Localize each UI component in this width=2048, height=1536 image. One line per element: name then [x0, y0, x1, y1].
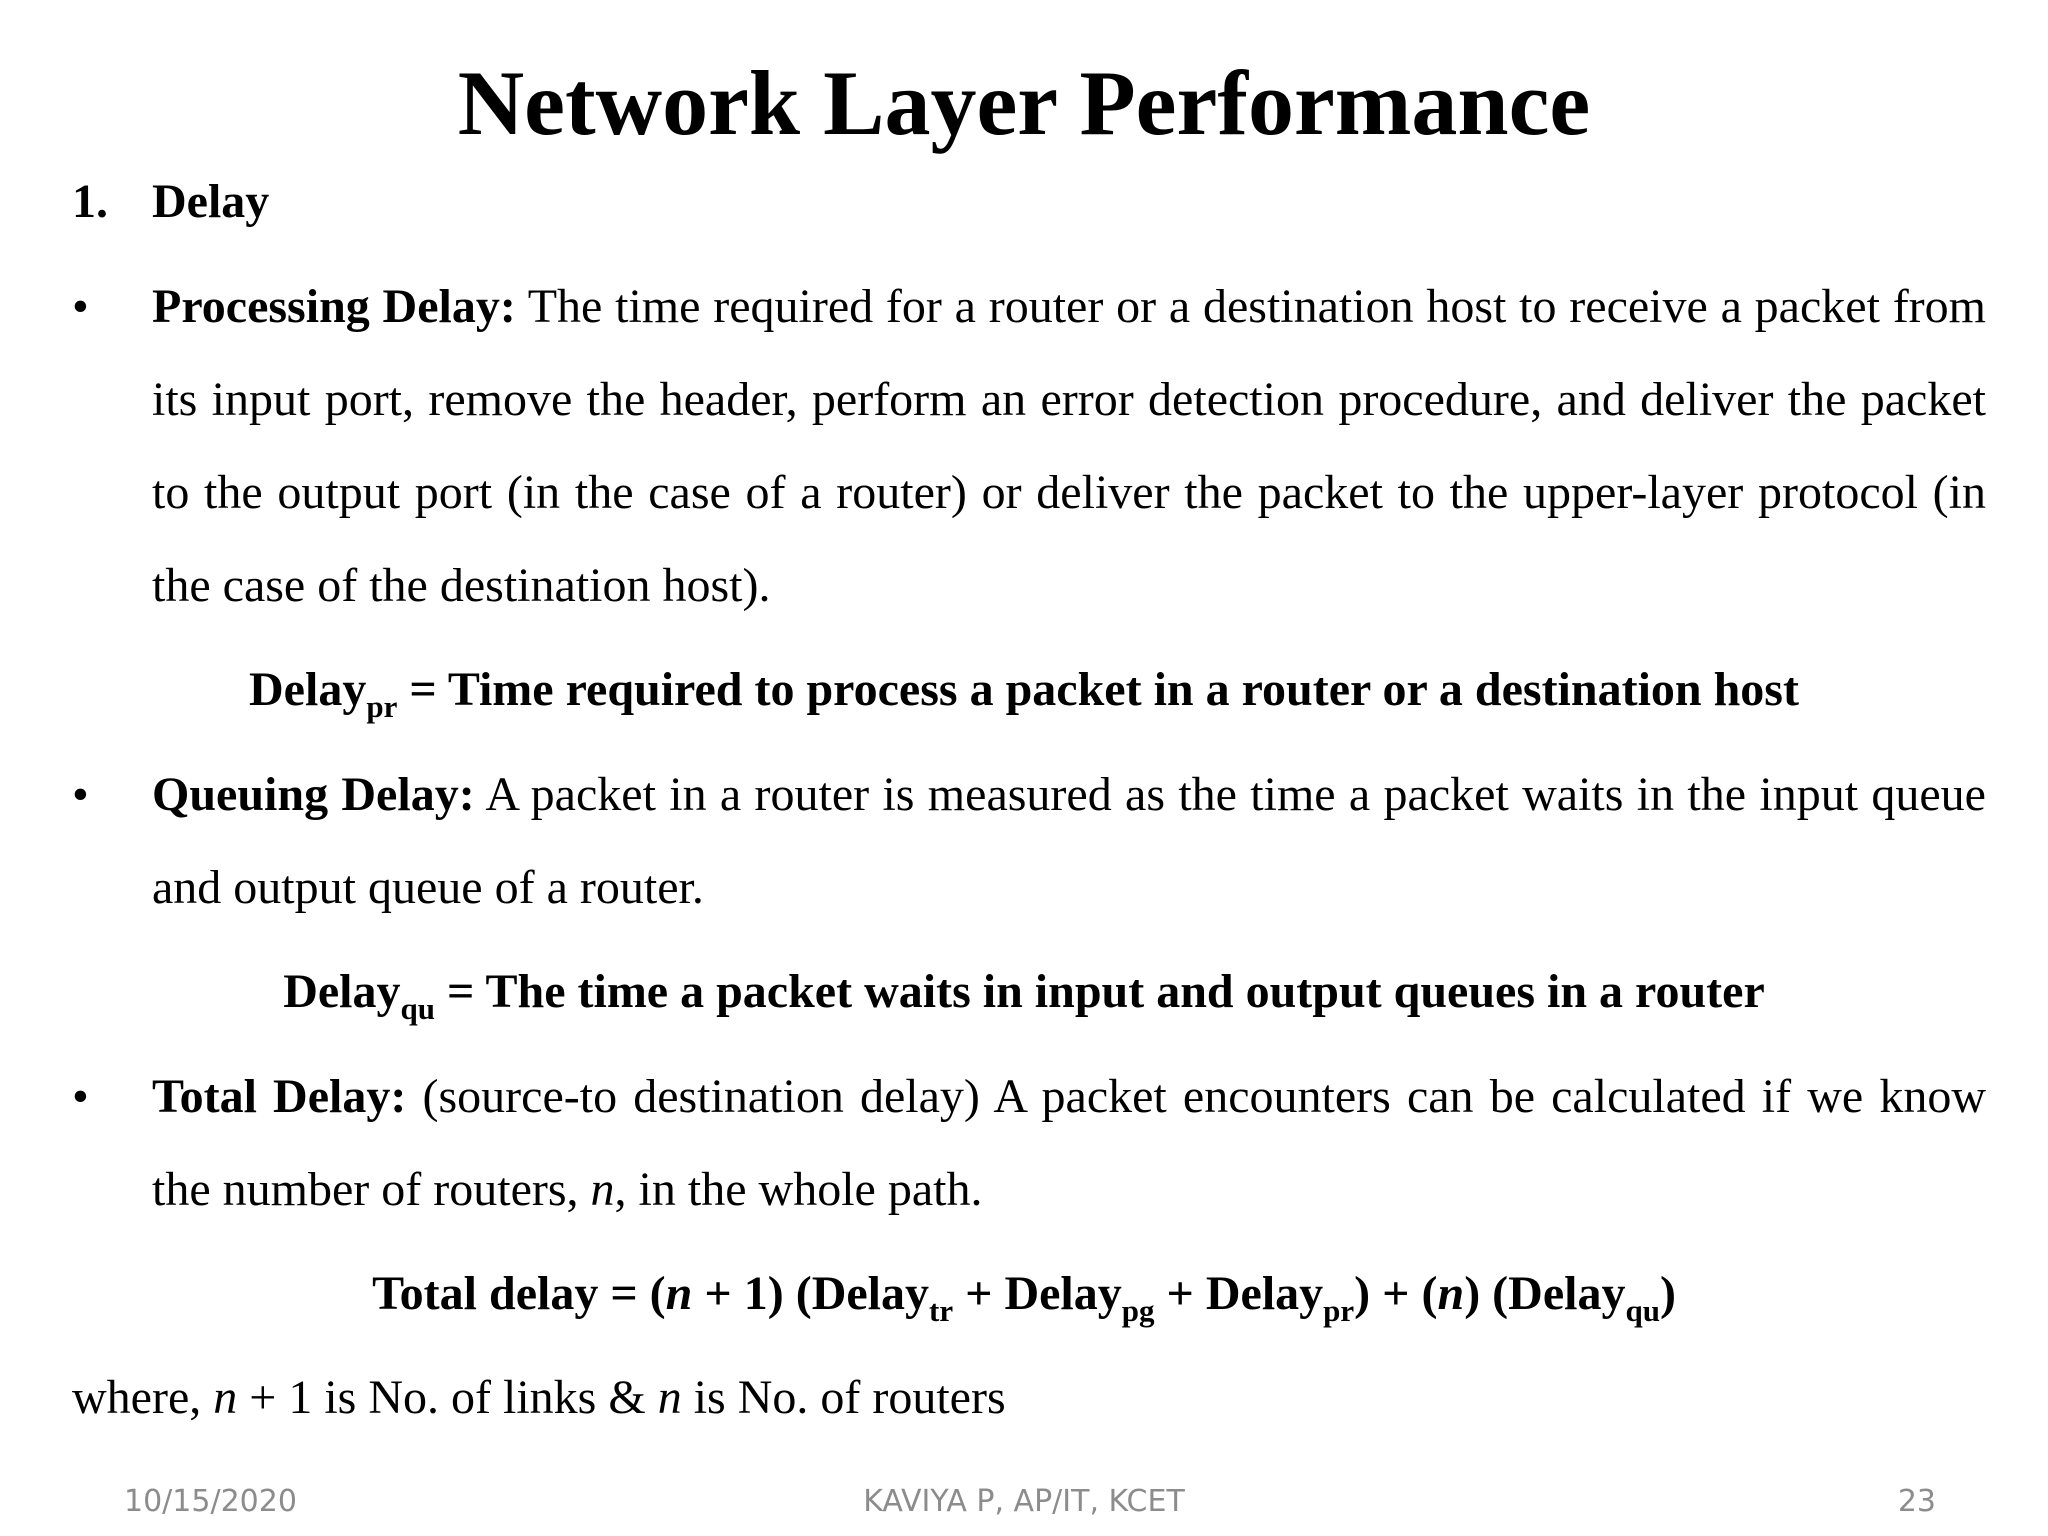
variable-n: n — [590, 1163, 615, 1216]
queuing-delay-paragraph: Queuing Delay: A packet in a router is m… — [152, 748, 1986, 934]
formula-pr-rhs: = Time required to process a packet in a… — [397, 663, 1799, 716]
total-delay-text: (source-to destination delay) A packet e… — [152, 1070, 1987, 1216]
where-text: is No. of routers — [681, 1371, 1006, 1424]
section-heading: 1. Delay — [72, 170, 269, 234]
queuing-delay-text: A packet in a router is measured as the … — [152, 768, 1986, 914]
variable-n: n — [1437, 1267, 1465, 1320]
queuing-delay-term: Queuing Delay: — [152, 768, 475, 821]
bullet-marker: • — [72, 1070, 89, 1123]
formula-qu-lhs: Delay — [283, 965, 401, 1018]
formula-queuing-delay: Delayqu = The time a packet waits in inp… — [0, 960, 2048, 1024]
total-delay-term: Total Delay: — [152, 1070, 407, 1123]
processing-delay-text: The time required for a router or a dest… — [152, 280, 1986, 612]
formula-total-part: Total delay = ( — [372, 1267, 666, 1320]
footer-page-number: 23 — [1897, 1484, 1936, 1519]
processing-delay-paragraph: Processing Delay: The time required for … — [152, 260, 1986, 632]
variable-n: n — [657, 1371, 682, 1424]
where-text: where, — [72, 1371, 214, 1424]
formula-total-part: + Delay — [1154, 1267, 1324, 1320]
variable-n: n — [665, 1267, 693, 1320]
subscript-pr: pr — [1323, 1293, 1355, 1328]
subscript-qu: qu — [1625, 1293, 1660, 1328]
total-delay-text-end: , in the whole path. — [614, 1163, 983, 1216]
formula-total-part: + 1) (Delay — [692, 1267, 929, 1320]
footer-author: KAVIYA P, AP/IT, KCET — [863, 1484, 1185, 1519]
formula-total-part: ) + ( — [1354, 1267, 1438, 1320]
section-number: 1. — [72, 175, 108, 228]
footer-date: 10/15/2020 — [124, 1484, 297, 1519]
subscript-pg: pg — [1121, 1293, 1155, 1328]
where-note: where, n + 1 is No. of links & n is No. … — [72, 1366, 1006, 1430]
formula-pr-lhs: Delay — [249, 663, 367, 716]
where-text: + 1 is No. of links & — [237, 1371, 658, 1424]
subscript-tr: tr — [929, 1293, 954, 1328]
variable-n: n — [213, 1371, 238, 1424]
slide-title: Network Layer Performance — [457, 52, 1591, 154]
formula-total-part: + Delay — [953, 1267, 1122, 1320]
formula-total-part: ) — [1659, 1267, 1676, 1320]
formula-total-part: ) (Delay — [1464, 1267, 1626, 1320]
bullet-marker: • — [72, 280, 89, 333]
section-label: Delay — [152, 175, 270, 228]
bullet-marker: • — [72, 768, 89, 821]
total-delay-paragraph: Total Delay: (source-to destination dela… — [152, 1050, 1986, 1236]
formula-pr-subscript: pr — [366, 689, 398, 724]
formula-qu-subscript: qu — [400, 991, 435, 1026]
formula-processing-delay: Delaypr = Time required to process a pac… — [0, 658, 2048, 722]
formula-total-delay: Total delay = (n + 1) (Delaytr + Delaypg… — [0, 1262, 2048, 1326]
formula-qu-rhs: = The time a packet waits in input and o… — [435, 965, 1765, 1018]
processing-delay-term: Processing Delay: — [152, 280, 516, 333]
